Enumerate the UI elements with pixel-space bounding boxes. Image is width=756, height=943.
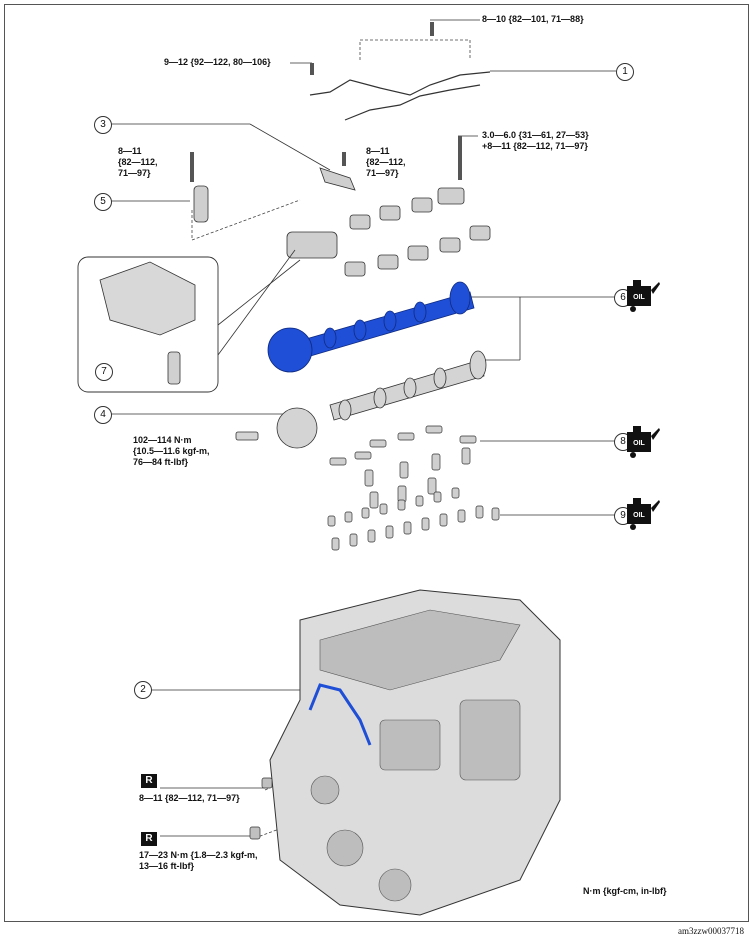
oil-can-icon: OIL bbox=[627, 280, 660, 312]
torque-label: 17—23 N·m {1.8—2.3 kgf-m, 13—16 ft-lbf} bbox=[139, 850, 258, 871]
torque-label: 102—114 N·m {10.5—11.6 kgf-m, 76—84 ft-l… bbox=[133, 435, 210, 467]
callout-7: 7 bbox=[95, 363, 113, 381]
replace-part-mark: R bbox=[141, 774, 157, 788]
torque-label: 8—10 {82—101, 71—88} bbox=[482, 14, 584, 24]
torque-label: 8—11 {82—112, 71—97} bbox=[118, 146, 158, 178]
callout-1: 1 bbox=[616, 63, 634, 81]
callout-5: 5 bbox=[94, 193, 112, 211]
svg-text:OIL: OIL bbox=[633, 294, 645, 301]
callout-2: 2 bbox=[134, 681, 152, 699]
torque-label: 3.0—6.0 {31—61, 27—53} +8—11 {82—112, 71… bbox=[482, 130, 589, 151]
torque-label: 9—12 {92—122, 80—106} bbox=[164, 57, 271, 67]
svg-text:OIL: OIL bbox=[633, 512, 645, 519]
torque-label: 8—11 {82—112, 71—97} bbox=[366, 146, 406, 178]
callout-4: 4 bbox=[94, 406, 112, 424]
torque-label: 8—11 {82—112, 71—97} bbox=[139, 793, 240, 803]
callout-3: 3 bbox=[94, 116, 112, 134]
oil-can-icon: OIL bbox=[627, 426, 660, 458]
oil-can-icon: OIL bbox=[627, 498, 660, 530]
replace-part-mark: R bbox=[141, 832, 157, 846]
diagram-frame bbox=[4, 4, 749, 922]
svg-text:OIL: OIL bbox=[633, 440, 645, 447]
units-note: N·m {kgf-cm, in-lbf} bbox=[583, 886, 667, 896]
document-id: am3zzw00037718 bbox=[678, 926, 744, 936]
